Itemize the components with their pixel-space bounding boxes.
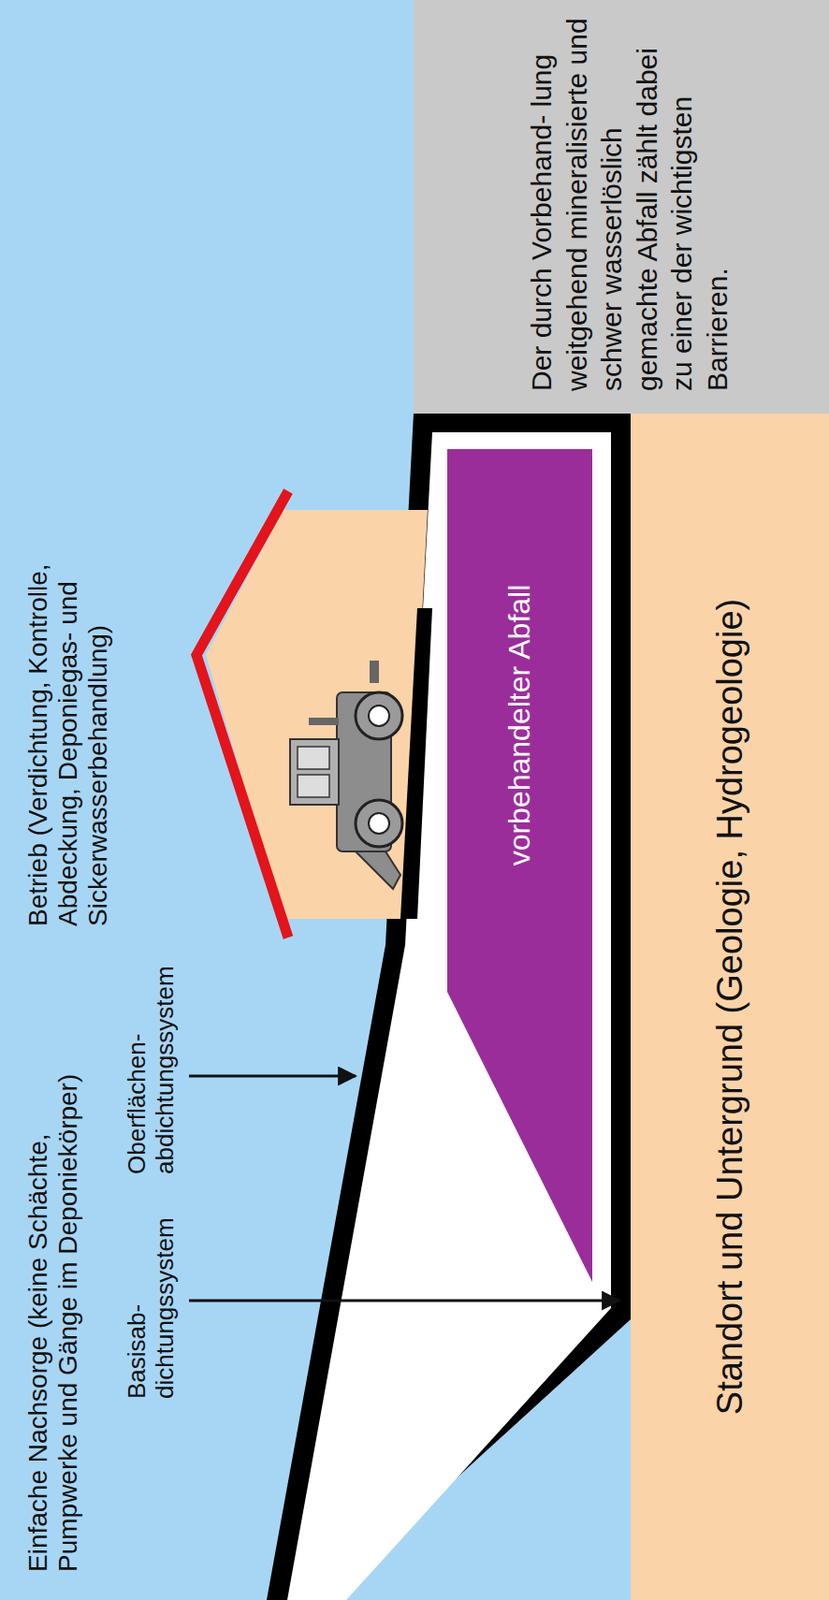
waste-label: vorbehandelter Abfall — [502, 584, 538, 867]
note-panel: Der durch Vorbehand- lung weitgehend min… — [413, 0, 829, 414]
note-label: Einfache Nachsorge (keine Schächte, Pump… — [23, 1047, 84, 1572]
compactor-vehicle — [290, 660, 403, 889]
leader-arrow — [189, 1299, 620, 1303]
text-block: Der durch Vorbehand- lung weitgehend min… — [523, 13, 735, 392]
leader-arrow — [189, 1075, 356, 1078]
part-label: Basisab- dichtungssystem — [123, 1197, 180, 1399]
ground-label: Standort und Untergrund (Geologie, Hydro… — [710, 598, 751, 1415]
text-block: vorbehandelter Abfall — [447, 449, 593, 1002]
ground-band: Standort und Untergrund (Geologie, Hydro… — [630, 413, 829, 1600]
operation-label: Betrieb (Verdichtung, Kontrolle, Abdecku… — [23, 467, 115, 927]
text-block: Standort und Untergrund (Geologie, Hydro… — [710, 598, 751, 1415]
part-label: Oberflächen- abdichtungssystem — [123, 945, 180, 1175]
note-text: Der durch Vorbehand- lung weitgehend min… — [523, 13, 735, 392]
waste-body: vorbehandelter Abfall — [447, 449, 593, 1282]
